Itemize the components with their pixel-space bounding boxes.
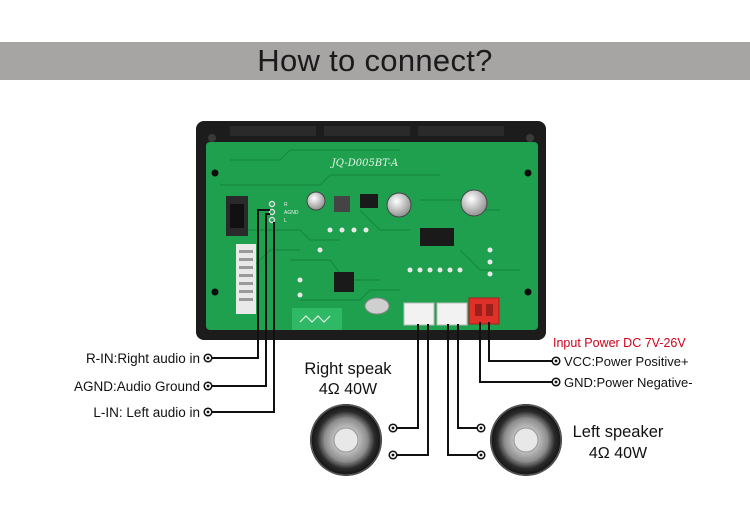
- wire-r-in: [212, 209, 270, 359]
- capacitor-large: [460, 189, 488, 217]
- pin-agnd-hole: [268, 208, 276, 216]
- power-input-title: Input Power DC 7V-26V: [553, 336, 686, 350]
- label-r-in: R-IN:Right audio in: [86, 351, 200, 366]
- wire-gnd: [479, 322, 554, 383]
- label-l-in: L-IN: Left audio in: [93, 405, 200, 420]
- wire-right-speaker-pos: [396, 324, 419, 429]
- wire-l-in: [212, 222, 275, 413]
- amplifier-board: JQ-D005BT-A R AGND L: [196, 121, 546, 340]
- capacitor-large: [386, 192, 412, 218]
- pcb: [206, 142, 538, 330]
- crystal: [364, 297, 390, 315]
- right-speaker-name: Right speak: [304, 360, 392, 378]
- pin-label-r: R: [284, 202, 288, 208]
- right-speaker-spec: 4Ω 40W: [319, 381, 378, 398]
- board-model-label: JQ-D005BT-A: [330, 158, 398, 169]
- label-vcc: VCC:Power Positive+: [564, 354, 689, 369]
- wire-vcc: [488, 322, 554, 362]
- left-speaker-connector: [436, 302, 468, 326]
- pin-label-l: L: [284, 218, 287, 224]
- pin-l-hole: [268, 216, 276, 224]
- left-speaker-name: Left speaker: [573, 423, 664, 441]
- left-speaker-spec: 4Ω 40W: [589, 445, 648, 462]
- wire-left-speaker-neg: [447, 324, 478, 456]
- label-gnd: GND:Power Negative-: [564, 375, 693, 390]
- right-speaker: [310, 404, 382, 476]
- capacitor: [306, 191, 326, 211]
- right-speaker-connector: [403, 302, 435, 326]
- header-banner: How to connect?: [0, 42, 750, 80]
- pin-label-agnd: AGND: [284, 210, 299, 216]
- wires: [212, 209, 554, 456]
- sd-slot: [236, 244, 256, 314]
- antenna: [292, 308, 342, 330]
- inductor: [334, 196, 350, 212]
- amp-chip: [420, 228, 454, 246]
- wire-right-speaker-neg: [396, 324, 429, 456]
- wire-left-speaker-pos: [457, 324, 478, 429]
- page-title: How to connect?: [257, 43, 493, 78]
- wire-agnd: [212, 213, 270, 387]
- bluetooth-chip: [334, 272, 354, 292]
- power-connector: [468, 297, 500, 325]
- left-speaker: [490, 404, 562, 476]
- pin-r-hole: [268, 200, 276, 208]
- label-agnd: AGND:Audio Ground: [74, 379, 200, 394]
